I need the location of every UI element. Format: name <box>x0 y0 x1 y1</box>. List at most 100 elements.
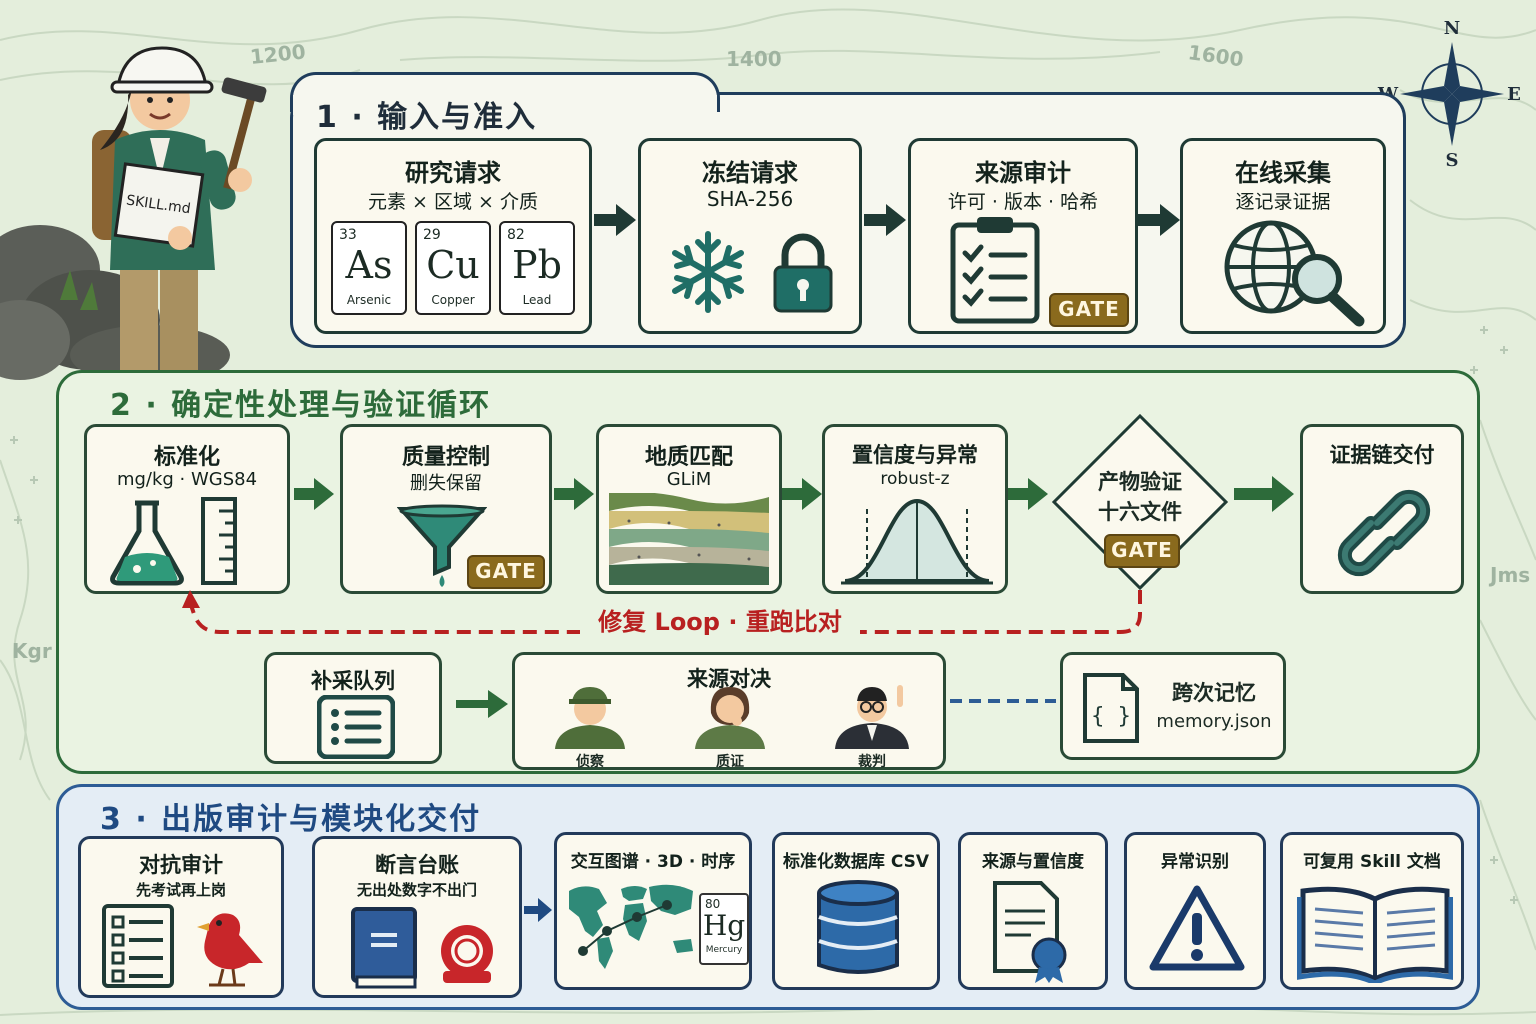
compass-n: N <box>1444 18 1460 39</box>
section3-title: 3 · 出版审计与模块化交付 <box>100 802 482 837</box>
card-source-audit: 来源审计 许可 · 版本 · 哈希 GATE <box>908 138 1138 334</box>
arrow-right-icon <box>594 204 636 236</box>
element-symbol: Hg <box>702 909 746 942</box>
rock-strata-icon <box>609 493 769 585</box>
flask-icon <box>110 500 184 586</box>
card-freeze-request: 冻结请求 SHA-256 <box>638 138 862 334</box>
wax-seal-icon <box>441 925 493 983</box>
card-reusable-skill-doc: 可复用 Skill 文档 <box>1280 832 1464 990</box>
element-number: 29 <box>423 227 441 243</box>
role-label-scout: 侦察 <box>576 754 604 770</box>
arrow-right-icon <box>864 204 906 236</box>
card-title: 可复用 Skill 文档 <box>1303 852 1441 872</box>
ruler-icon <box>201 497 237 585</box>
repair-loop-arrow <box>182 590 1142 634</box>
contour-label-1600: 1600 <box>1187 40 1245 72</box>
gate-badge: GATE <box>1049 293 1129 327</box>
canary-bird-icon <box>197 913 263 987</box>
geo-unit-label-jms: Jms <box>1488 563 1530 587</box>
contour-label-1400: 1400 <box>726 47 782 71</box>
arrow-right-icon <box>1234 476 1294 512</box>
element-name: Lead <box>522 293 552 307</box>
contour-label-1200: 1200 <box>249 39 307 69</box>
open-book-icon <box>1297 886 1453 983</box>
element-tile-copper: 29 Cu Copper <box>415 221 491 315</box>
card-title: 标准化 <box>153 445 220 470</box>
card-title: 证据链交付 <box>1329 443 1435 467</box>
element-tile-arsenic: 33 As Arsenic <box>331 221 407 315</box>
element-symbol: Cu <box>426 243 480 287</box>
arrow-right-icon <box>294 478 334 510</box>
card-subtitle: 删失保留 <box>410 473 482 494</box>
ledger-book-icon <box>351 907 417 989</box>
card-title: 对抗审计 <box>139 853 223 877</box>
certificate-icon <box>993 881 1067 983</box>
snowflake-icon <box>672 231 744 313</box>
element-symbol: Pb <box>512 243 562 287</box>
arrow-right-icon <box>1138 204 1180 236</box>
section1-tab-join <box>293 95 717 115</box>
card-research-request: 研究请求 元素 × 区域 × 介质 33 As Arsenic 29 Cu Co… <box>314 138 592 334</box>
card-assertion-ledger: 断言台账 无出处数字不出门 <box>312 836 522 998</box>
card-title: 研究请求 <box>405 159 501 187</box>
card-title: 交互图谱 · 3D · 时序 <box>570 852 736 872</box>
compass-s: S <box>1446 150 1459 171</box>
card-title: 来源与置信度 <box>982 852 1084 872</box>
element-number: 82 <box>507 227 525 243</box>
database-icon <box>817 880 899 974</box>
role-label-judge: 裁判 <box>858 754 886 770</box>
card-title: 地质匹配 <box>644 445 733 470</box>
arrow-right-icon <box>1008 478 1048 510</box>
hard-hat-icon <box>116 46 208 88</box>
card-interactive-map: 交互图谱 · 3D · 时序 80 Hg Mercury <box>554 832 752 990</box>
card-subtitle: 先考试再上岗 <box>135 881 226 899</box>
card-subtitle: mg/kg · WGS84 <box>116 469 258 490</box>
element-name: Arsenic <box>346 293 392 307</box>
card-cross-session-memory: { } 跨次记忆 memory.json <box>1060 652 1286 760</box>
card-subtitle: robust-z <box>880 469 950 489</box>
json-file-icon: { } <box>1083 673 1139 743</box>
globe-magnifier-icon <box>1224 220 1365 327</box>
card-backfill-queue: 补采队列 <box>264 652 442 764</box>
compass-e: E <box>1507 84 1521 105</box>
card-title: 断言台账 <box>375 853 459 877</box>
element-name: Mercury <box>705 945 743 955</box>
diamond-title: 产物验证 <box>1098 470 1182 494</box>
card-evidence-chain: 证据链交付 <box>1300 424 1464 594</box>
judge-figure-icon <box>835 685 909 749</box>
arrow-right-icon <box>456 690 508 718</box>
element-tile-mercury: 80 Hg Mercury <box>699 893 749 965</box>
card-title: 置信度与异常 <box>852 443 978 467</box>
dashed-connector <box>950 699 1056 703</box>
gate-badge: GATE <box>467 555 545 589</box>
padlock-icon <box>773 233 833 313</box>
element-symbol: As <box>345 243 393 287</box>
element-number: 80 <box>705 897 721 911</box>
gate-badge: GATE <box>1104 534 1180 568</box>
card-title: 冻结请求 <box>702 159 798 187</box>
card-title: 标准化数据库 CSV <box>782 852 930 872</box>
element-tile-lead: 82 Pb Lead <box>499 221 575 315</box>
card-title: 补采队列 <box>311 669 395 693</box>
section2-title: 2 · 确定性处理与验证循环 <box>110 388 492 423</box>
card-title: 来源对决 <box>687 667 771 691</box>
arrow-right-icon <box>524 898 552 922</box>
repair-loop-label: 修复 Loop · 重跑比对 <box>580 602 860 637</box>
diamond-subtitle: 十六文件 <box>1098 500 1182 524</box>
card-title: 在线采集 <box>1235 159 1331 187</box>
element-name: Copper <box>431 293 475 307</box>
role-label-witness: 质证 <box>716 754 744 770</box>
list-icon <box>317 695 395 759</box>
card-title: 质量控制 <box>401 445 490 470</box>
arrow-right-icon <box>554 478 594 510</box>
card-standard-database: 标准化数据库 CSV <box>772 832 940 990</box>
memory-file-name: memory.json <box>1156 711 1272 732</box>
world-map-icon <box>569 884 693 969</box>
card-anomaly-detection: 异常识别 <box>1124 832 1266 990</box>
card-source-confidence: 来源与置信度 <box>958 832 1108 990</box>
checklist-icon <box>102 904 174 988</box>
card-standardization: 标准化 mg/kg · WGS84 <box>84 424 290 594</box>
card-geology-matching: 地质匹配 GLiM <box>596 424 782 594</box>
json-braces: { } <box>1091 704 1131 729</box>
card-subtitle: 元素 × 区域 × 介质 <box>368 191 538 213</box>
